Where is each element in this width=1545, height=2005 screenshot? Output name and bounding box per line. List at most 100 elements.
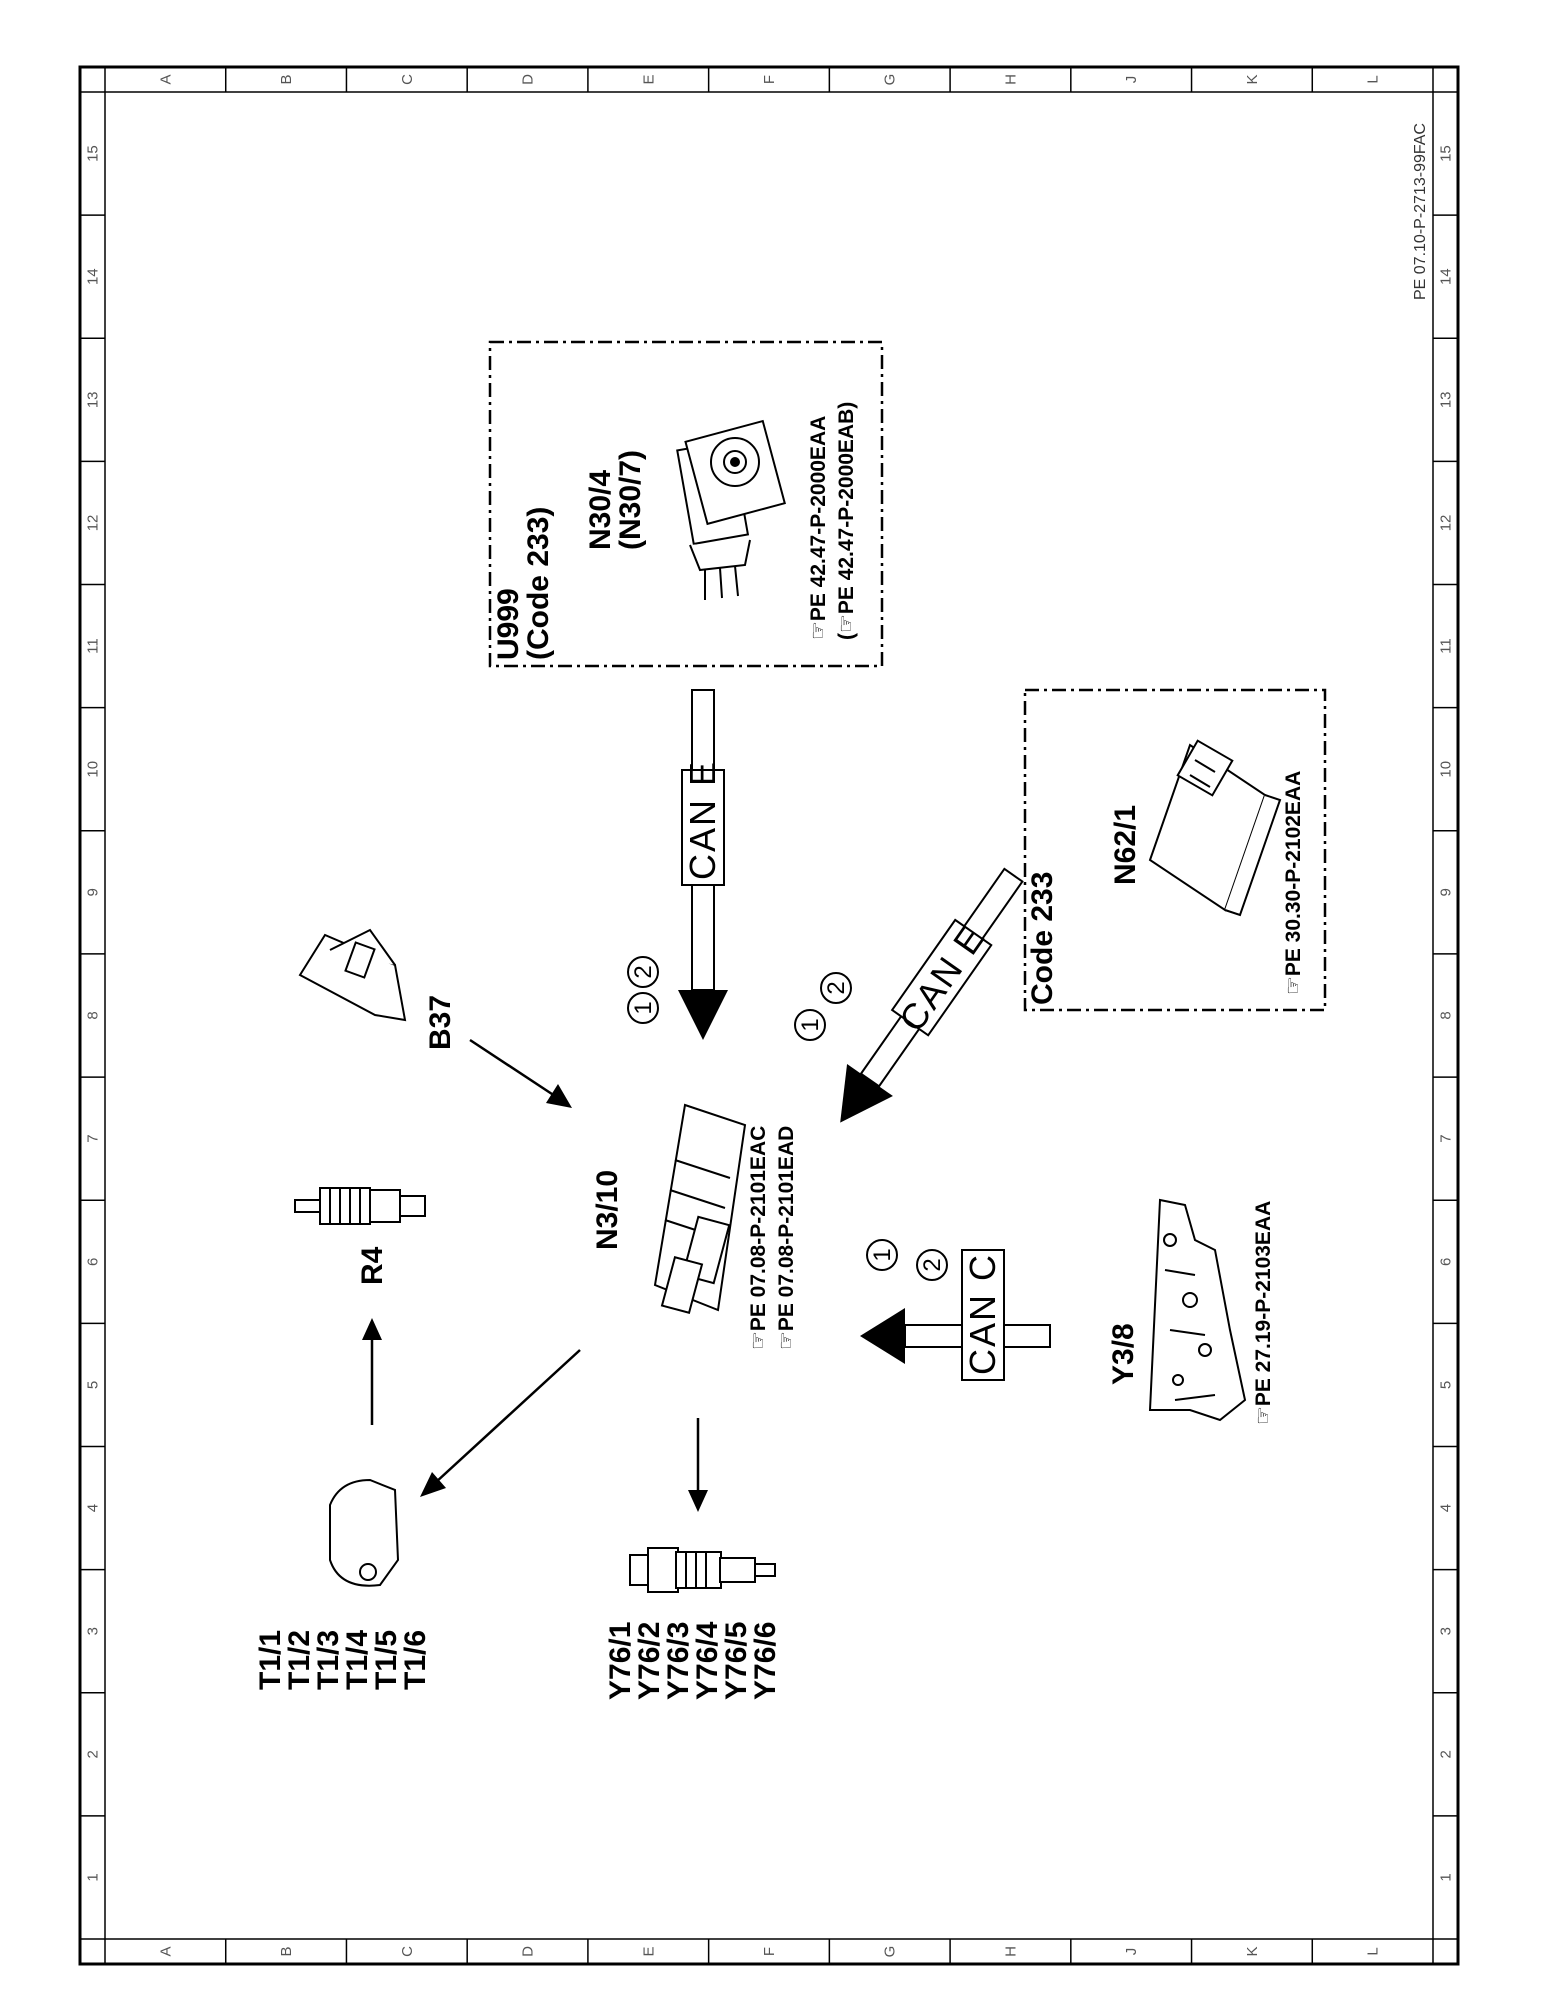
b37-label-group: B37 — [424, 995, 457, 1050]
circle-label-2c: 2 — [919, 1258, 946, 1271]
r4-label: R4 — [356, 1246, 389, 1285]
n62-code: Code 233 — [1026, 872, 1059, 1005]
can-e-right-label: CAN E — [891, 917, 993, 1039]
n3-label-group: N3/10 — [591, 1170, 624, 1250]
circle-label-1c: 1 — [869, 1248, 896, 1261]
grid-number-right: 15 — [1438, 145, 1455, 162]
can-e-right-circle-1: 1 — [794, 1009, 826, 1041]
y76-arrow — [688, 1418, 708, 1512]
grid-ticks — [80, 67, 1458, 1964]
grid-number-left: 5 — [85, 1381, 102, 1389]
y3-label-group: Y3/8 — [1107, 1323, 1140, 1385]
n62-ref: ☞PE 30.30-P-2102EAA — [1282, 771, 1305, 995]
grid-letter-top: H — [1002, 74, 1019, 85]
can-e-top-label: CAN E — [682, 760, 723, 880]
grid-letter-bottom: C — [399, 1946, 416, 1957]
parktronic-module-icon — [1148, 739, 1282, 917]
grid-letter-top: A — [157, 74, 174, 84]
b37-label: B37 — [424, 995, 457, 1050]
t1-arrow — [420, 1349, 581, 1497]
grid-letter-top: B — [278, 74, 295, 84]
y76-label-1: Y76/1 — [604, 1622, 637, 1700]
y76-label-5: Y76/5 — [720, 1622, 753, 1700]
grid-number-left: 7 — [85, 1134, 102, 1142]
n62-code-group: Code 233 — [1026, 872, 1059, 1005]
n30-ref-1: ☞PE 42.47-P-2000EAA — [807, 416, 830, 640]
transmission-control-unit-icon — [1148, 1198, 1247, 1422]
can-c-circle-2: 2 — [916, 1249, 948, 1281]
grid-number-left: 12 — [85, 515, 102, 532]
grid-letter-top: G — [882, 74, 899, 86]
grid-letter-bottom: G — [882, 1946, 899, 1958]
n30-alt-label: (N30/7) — [614, 450, 647, 550]
grid-number-right: 2 — [1438, 1750, 1455, 1758]
grid-number-left: 11 — [85, 638, 102, 654]
grid-letter-top: D — [520, 74, 537, 85]
circle-label-1: 1 — [630, 1001, 657, 1014]
can-e-right-bus: CAN E — [840, 867, 1024, 1123]
grid-number-right: 7 — [1438, 1134, 1455, 1142]
grid-letter-bottom: A — [157, 1946, 174, 1956]
u999-code: (Code 233) — [522, 507, 555, 660]
grid-letter-bottom: K — [1244, 1946, 1261, 1956]
pedal-sensor-icon — [298, 928, 407, 1022]
grid-number-right: 9 — [1438, 888, 1455, 896]
grid-number-left: 1 — [85, 1873, 102, 1881]
fuel-injector-icon — [629, 1547, 776, 1593]
y76-labels-group: Y76/1 Y76/2 Y76/3 Y76/4 Y76/5 Y76/6 — [604, 1621, 782, 1700]
n30-label-group: N30/4 (N30/7) — [584, 450, 647, 550]
n62-dashed-box — [1023, 688, 1327, 1012]
grid-number-right: 1 — [1438, 1873, 1455, 1881]
grid-number-right: 4 — [1438, 1504, 1455, 1512]
u999-dashed-box — [488, 340, 884, 668]
y3-ref: ☞PE 27.19-P-2103EAA — [1252, 1201, 1275, 1425]
y76-label-3: Y76/3 — [662, 1622, 695, 1700]
r4-arrow — [362, 1318, 382, 1425]
grid-number-right: 11 — [1438, 638, 1455, 654]
grid-letter-bottom: L — [1365, 1947, 1382, 1955]
can-c-label: CAN C — [962, 1253, 1003, 1375]
y3-ref-group: ☞PE 27.19-P-2103EAA — [1252, 1201, 1275, 1425]
grid-letter-bottom: D — [520, 1946, 537, 1957]
can-e-top-circle-1: 1 — [627, 992, 659, 1024]
ignition-coil-icon — [329, 1478, 400, 1587]
grid-letter-bottom: F — [761, 1947, 778, 1956]
ecu-icon — [653, 1103, 747, 1314]
y3-label: Y3/8 — [1107, 1323, 1140, 1385]
sheet-frame — [78, 65, 1460, 1966]
y76-label-6: Y76/6 — [749, 1622, 782, 1700]
grid-number-left: 8 — [85, 1011, 102, 1019]
document-id: PE 07.10-P-2713-99FAC — [1412, 123, 1429, 300]
grid-letter-top: E — [640, 74, 657, 84]
circle-label-2b: 2 — [823, 981, 850, 994]
circle-label-2: 2 — [630, 965, 657, 978]
grid-number-right: 12 — [1438, 515, 1455, 532]
b37-arrow — [469, 1038, 572, 1108]
can-c-bus: CAN C — [860, 1249, 1051, 1381]
t1-label-5: T1/5 — [370, 1630, 403, 1690]
grid-number-right: 13 — [1438, 391, 1455, 408]
can-e-top-bus: CAN E — [678, 689, 728, 1040]
grid-number-left: 4 — [85, 1504, 102, 1512]
u999-label: U999 — [492, 588, 525, 660]
n62-ref-group: ☞PE 30.30-P-2102EAA — [1282, 771, 1305, 995]
grid-letter-bottom: B — [278, 1946, 295, 1956]
grid-number-right: 14 — [1438, 268, 1455, 285]
grid-letter-bottom: J — [1123, 1948, 1140, 1956]
can-e-right-circle-2: 2 — [820, 972, 852, 1004]
n3-label: N3/10 — [591, 1170, 624, 1250]
t1-label-4: T1/4 — [341, 1630, 374, 1690]
n3-refs-group: ☞PE 07.08-P-2101EAC ☞PE 07.08-P-2101EAD — [747, 1126, 798, 1350]
can-c-circle-1: 1 — [866, 1239, 898, 1271]
t1-label-2: T1/2 — [283, 1630, 316, 1690]
n30-label: N30/4 — [584, 470, 617, 550]
grid-number-left: 15 — [85, 145, 102, 162]
can-e-top-circle-2: 2 — [627, 956, 659, 988]
y76-label-4: Y76/4 — [691, 1621, 724, 1700]
u999-label-group: U999 (Code 233) — [492, 507, 555, 660]
circle-label-1b: 1 — [797, 1018, 824, 1031]
n62-label: N62/1 — [1109, 805, 1142, 885]
grid-number-left: 6 — [85, 1258, 102, 1266]
grid-number-left: 9 — [85, 888, 102, 896]
